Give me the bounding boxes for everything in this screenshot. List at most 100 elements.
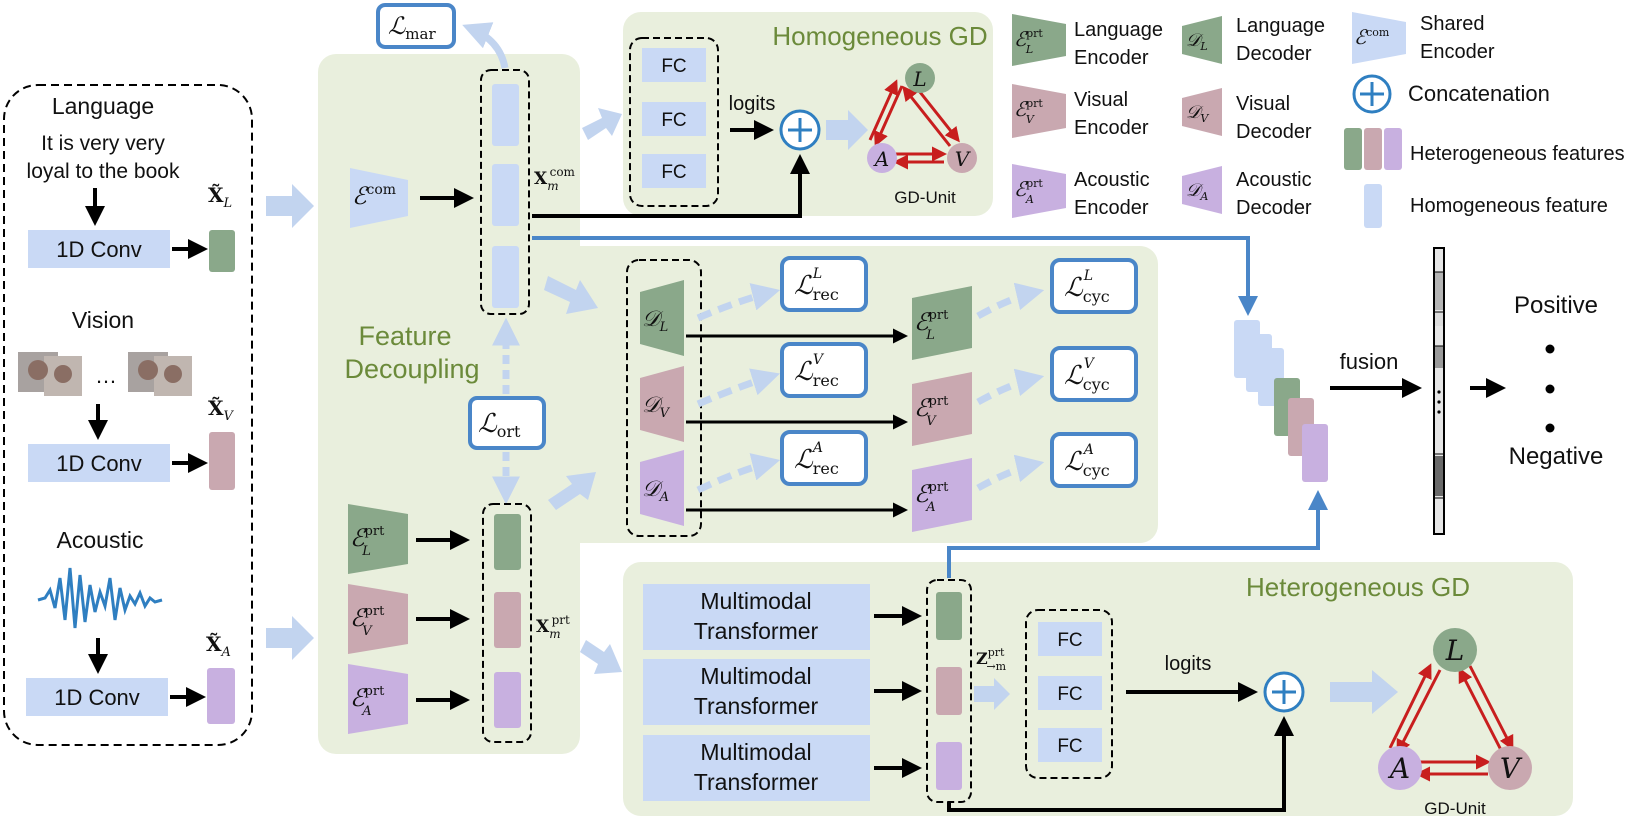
decoder-visual [640,366,684,442]
hetero-fc-3-label: FC [1057,736,1082,757]
arrow-dec-L-to-rec [696,283,781,322]
decoder-language [640,280,684,356]
loss-ort-box [468,396,546,450]
homo-fc-1-label: FC [661,56,686,77]
x-com-group [480,69,530,315]
loss-rec-L-label: ℒrecL [794,266,839,304]
legend-aco-enc-line1: Acoustic [1074,169,1150,191]
vision-ellipsis: … [95,363,117,388]
decoder-acoustic-label: 𝒟A [642,477,669,505]
x-prt-group [482,503,532,743]
x-prt-acoustic [494,672,521,728]
homo-light-arrow-to-unit [826,110,868,150]
legend-lang-dec-symbol: 𝒟L [1186,30,1208,53]
legend-aco-enc-line2: Encoder [1074,197,1149,219]
vision-face-images [18,352,192,396]
homo-gd-unit-label: GD-Unit [894,188,956,207]
legend-shared-enc-line2: Encoder [1420,41,1495,63]
conv-vision [28,444,170,482]
homo-fc-3 [642,154,706,188]
legend-concat-label: Concatenation [1408,81,1550,106]
loss-ort-label: ℒort [478,409,521,441]
arrow-enc-L-to-cyc [976,282,1045,320]
legend-aco-dec-line2: Decoder [1236,197,1312,219]
conv-vision-label: 1D Conv [56,451,142,476]
homo-fc-2 [642,102,706,136]
x-prt-label: Xmprt [536,613,570,641]
loss-cyc-A-label: ℒcycA [1064,442,1110,480]
z-light-arrow [974,678,1010,710]
legend-aco-dec-shape [1182,166,1222,214]
decoder-visual-label: 𝒟V [642,393,671,421]
transformer-2 [643,659,870,725]
x-prt-language [494,514,521,570]
x-language-label: X̃L [208,183,232,211]
legend-vis-enc-line1: Visual [1074,89,1128,111]
feature-decoupling-panel [318,54,580,754]
transformer-3-line1: Multimodal [700,739,811,765]
hetero-fc-2-label: FC [1057,684,1082,705]
negative-label: Negative [1509,443,1604,470]
language-text-line1: It is very very [41,132,165,155]
legend-lang-dec-shape [1182,16,1222,64]
output-dot-1 [1545,344,1555,354]
arrow-z-to-concat [947,716,1294,812]
x-com-label: Xmcom [534,165,576,193]
arrow-xcom-to-mar [462,22,509,69]
legend-shared-enc-line1: Shared [1420,13,1485,35]
legend-hetero-purple [1384,128,1402,170]
output-dot-3 [1545,423,1555,433]
feature-x-vision [209,432,235,490]
legend-vis-enc-shape [1012,84,1066,138]
x-vision-label: X̃V [208,396,235,424]
legend-vis-dec-line2: Decoder [1236,121,1312,143]
z-language [936,592,962,640]
feature-x-language [209,230,235,272]
decoder-language-label: 𝒟L [642,307,668,335]
vision-title: Vision [72,307,134,333]
recon-encoder-language [912,286,972,360]
legend-vis-dec-shape [1182,88,1222,136]
shared-encoder-label: ℰcom [352,182,396,210]
legend-hetero-rose [1364,128,1382,170]
legend-homo-feature [1364,184,1382,228]
transformer-3-line2: Transformer [694,769,819,795]
decoder-group [626,259,702,537]
loss-mar-label: ℒmar [388,12,436,43]
blue-line-heterogeneous-to-fusion [947,490,1328,578]
hetero-light-arrow-to-unit [1330,670,1398,714]
z-label: Zprt→m [976,646,1007,673]
hetero-node-L: L [1445,634,1465,667]
acoustic-waveform [37,567,163,629]
hetero-node-A: A [1387,752,1410,785]
legend-hetero-label: Heterogeneous features [1410,143,1625,165]
hetero-fc-2 [1038,676,1102,710]
hetero-concat-icon [1263,671,1305,713]
legend-lang-enc-shape [1012,14,1066,66]
hetero-node-V: V [1500,752,1523,785]
legend-homo-label: Homogeneous feature [1410,195,1608,217]
private-encoder-language [348,504,408,574]
recon-encoder-acoustic [912,458,972,532]
feature-x-acoustic [207,668,235,724]
loss-rec-A-label: ℒrecA [794,440,839,478]
x-acoustic-label: X̃A [206,632,231,660]
legend-vis-dec-symbol: 𝒟V [1186,102,1209,125]
arrow-enc-A-to-cyc [976,454,1045,492]
legend-lang-dec-line2: Decoder [1236,43,1312,65]
homo-node-V: V [955,147,972,171]
recon-encoder-visual [912,372,972,446]
loss-mar-box [376,3,456,49]
x-com-feature-2 [492,164,519,226]
transformer-1-line2: Transformer [694,618,819,644]
legend-aco-dec-symbol: 𝒟A [1186,180,1208,203]
feature-decoupling-title-2: Decoupling [344,354,479,384]
